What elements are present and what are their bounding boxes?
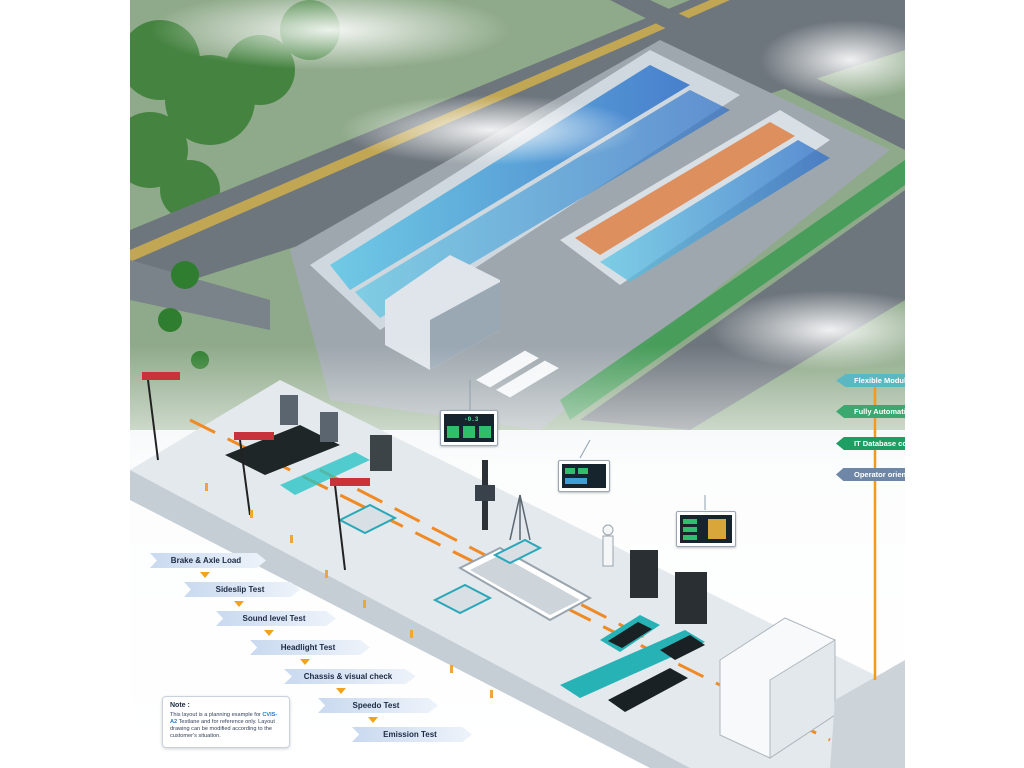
camera-tripod-icon: [509, 494, 531, 541]
monitor-cell: [683, 519, 697, 524]
step-arrow: [234, 601, 244, 607]
inspection-pit-inner: [470, 555, 580, 615]
monitor-icon: [676, 511, 736, 547]
feature-label: Operator oriented Display facility: [854, 470, 905, 479]
monitor-cell: [447, 426, 459, 438]
step-label: Emission Test: [383, 730, 437, 739]
monitor-connectors: [469, 380, 706, 510]
monitor-cell: [565, 468, 575, 474]
monitor-cell: [565, 478, 587, 484]
headlight-tester-head: [475, 485, 495, 501]
step-brake-axle-load: Brake & Axle Load: [150, 553, 266, 568]
step-sound-level-test: Sound level Test: [216, 611, 336, 626]
step-arrow: [264, 630, 274, 636]
step-arrow: [200, 572, 210, 578]
axle-plate: [337, 503, 398, 535]
isometric-illustration: [130, 0, 905, 768]
step-speedo-test: Speedo Test: [318, 698, 438, 713]
brake-tester: [225, 425, 370, 495]
feature-automatic-control: Fully Automatic control of equipment: [836, 405, 905, 418]
monitor-cell: [683, 527, 697, 532]
step-arrow: [300, 659, 310, 665]
note-title: Note :: [170, 702, 190, 709]
note-highlight: CVIS-A2: [170, 712, 278, 725]
step-label: Sideslip Test: [215, 585, 265, 594]
monitor-cell: [578, 468, 588, 474]
monitor-cell: [683, 535, 697, 540]
note-text-before: This layout is a planning example for: [170, 712, 263, 718]
monitor-readout: -0.3: [464, 416, 479, 423]
operator-icon: [602, 524, 614, 567]
feature-display-facility: Operator oriented Display facility: [836, 468, 905, 481]
step-sideslip-test: Sideslip Test: [184, 582, 300, 597]
cabinet-icon: [280, 395, 707, 624]
step-arrow: [336, 688, 346, 694]
bollards: [205, 483, 493, 698]
monitor-screen: [680, 515, 732, 543]
monitor-icon: -0.3: [440, 410, 498, 446]
step-chassis-visual-check: Chassis & visual check: [284, 669, 416, 684]
sign-gantries: [142, 372, 370, 571]
feature-label: IT Database connection to each IPC: [854, 439, 905, 448]
speedo-rollers: [560, 615, 705, 712]
step-label: Chassis & visual check: [303, 672, 393, 681]
step-label: Headlight Test: [280, 643, 336, 652]
step-emission-test: Emission Test: [352, 727, 472, 742]
monitor-icon: [558, 460, 610, 492]
monitor-cell: [463, 426, 475, 438]
monitor-cell: [708, 519, 726, 539]
note-text: This layout is a planning example for CV…: [170, 712, 282, 740]
feature-label: Fully Automatic control of equipment: [854, 407, 905, 416]
step-arrow: [368, 717, 378, 723]
monitor-screen: [562, 464, 606, 488]
note-box: Note : This layout is a planning example…: [162, 696, 290, 748]
step-label: Sound level Test: [242, 614, 306, 623]
sound-plate: [492, 538, 543, 565]
feature-modular-design: Flexible Modular design of each Work sta…: [836, 374, 905, 387]
step-headlight-test: Headlight Test: [250, 640, 370, 655]
step-label: Speedo Test: [352, 701, 400, 710]
monitor-cell: [479, 426, 491, 438]
feature-it-database: IT Database connection to each IPC: [836, 437, 905, 450]
step-label: Brake & Axle Load: [170, 556, 242, 565]
feature-label: Flexible Modular design of each Work sta…: [854, 376, 905, 385]
foreground-truck: [719, 617, 905, 768]
monitor-screen: -0.3: [444, 414, 494, 442]
inspection-center-scene: -0.3 Flexible Modular design of e: [130, 0, 905, 768]
platform-edge: [130, 470, 690, 768]
sideslip-plate: [432, 583, 493, 615]
note-text-after: Testlane and for reference only. Layout …: [170, 719, 275, 739]
